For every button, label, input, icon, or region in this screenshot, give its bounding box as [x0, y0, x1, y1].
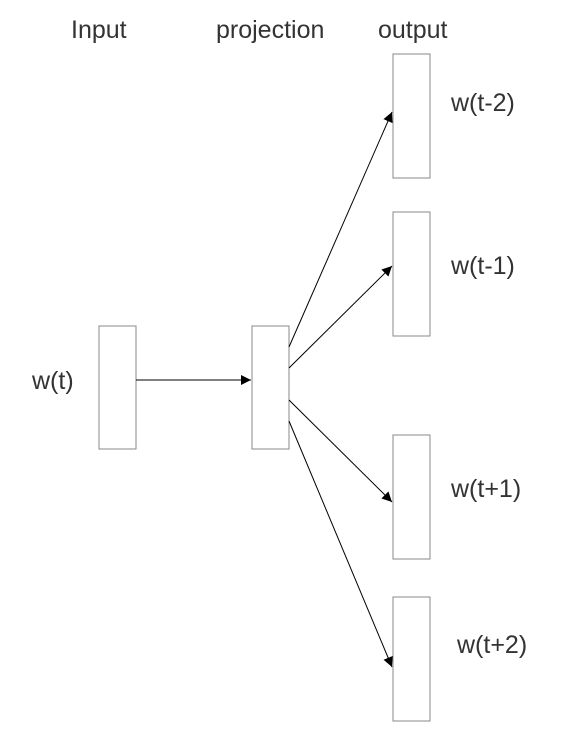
input-word-label: w(t)	[32, 367, 74, 395]
input-header: Input	[71, 16, 127, 44]
output-node-t-minus-2	[392, 53, 431, 179]
arrow-to-t-plus-1	[288, 399, 393, 503]
output-label-t-plus-1: w(t+1)	[451, 475, 522, 503]
input-node	[98, 325, 137, 450]
arrow-to-t-plus-2	[288, 420, 393, 668]
output-node-t-minus-1	[392, 211, 431, 337]
output-node-t-plus-1	[392, 434, 431, 560]
projection-header: projection	[216, 16, 325, 44]
arrow-to-t-minus-1	[288, 265, 393, 369]
output-header: output	[378, 16, 448, 44]
output-label-t-minus-1: w(t-1)	[451, 252, 515, 280]
arrow-to-t-minus-2	[288, 111, 393, 348]
projection-node	[251, 325, 290, 450]
output-label-t-plus-2: w(t+2)	[457, 631, 528, 659]
output-node-t-plus-2	[392, 596, 431, 722]
output-label-t-minus-2: w(t-2)	[451, 89, 515, 117]
